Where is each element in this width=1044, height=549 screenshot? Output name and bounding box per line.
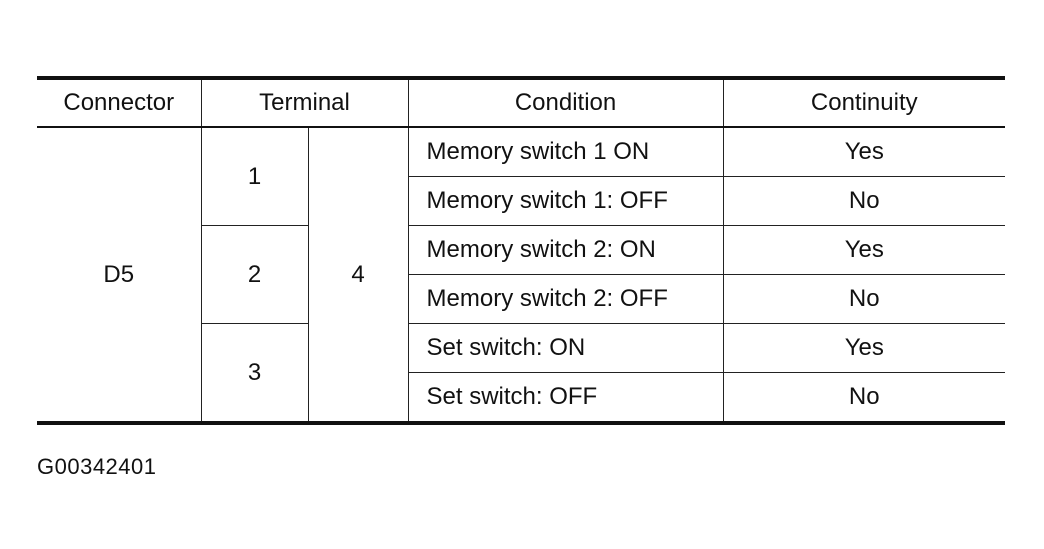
condition-cell: Set switch: OFF xyxy=(408,372,724,424)
header-continuity: Continuity xyxy=(722,77,1006,128)
condition-cell: Set switch: ON xyxy=(407,323,724,373)
table-row: Set switch: OFF No xyxy=(37,372,1006,424)
table-header-row: Connector Terminal Condition Continuity xyxy=(37,77,1006,128)
continuity-cell: Yes xyxy=(722,225,1006,275)
terminal-cell: 3 xyxy=(201,323,309,424)
header-condition: Condition xyxy=(407,77,724,128)
continuity-cell: No xyxy=(722,372,1006,424)
common-terminal-cell: 4 xyxy=(307,126,409,424)
continuity-cell: Yes xyxy=(722,323,1006,373)
continuity-cell: No xyxy=(722,176,1006,226)
header-terminal: Terminal xyxy=(200,77,409,128)
table-row: Memory switch 1: OFF No xyxy=(37,176,1006,226)
figure-id: G00342401 xyxy=(37,454,157,479)
continuity-table: Connector Terminal Condition Continuity … xyxy=(37,76,1006,425)
connector-cell: D5 xyxy=(37,126,202,424)
condition-cell: Memory switch 2: ON xyxy=(407,225,724,275)
header-connector: Connector xyxy=(37,77,202,128)
terminal-cell: 2 xyxy=(201,225,309,324)
table-row: 2 Memory switch 2: ON Yes xyxy=(37,225,1006,324)
table-row: 3 Set switch: ON Yes xyxy=(37,323,1006,424)
condition-cell: Memory switch 1: OFF xyxy=(408,176,724,226)
continuity-cell: No xyxy=(722,274,1006,324)
condition-cell: Memory switch 2: OFF xyxy=(408,274,724,324)
terminal-cell: 1 xyxy=(200,126,309,226)
table-row: Memory switch 2: OFF No xyxy=(37,274,1006,324)
continuity-cell: Yes xyxy=(722,126,1006,177)
continuity-table-wrapper: Connector Terminal Condition Continuity … xyxy=(37,76,1006,425)
condition-cell: Memory switch 1 ON xyxy=(407,126,724,177)
table-row: D5 1 4 Memory switch 1 ON Yes xyxy=(37,126,1006,424)
